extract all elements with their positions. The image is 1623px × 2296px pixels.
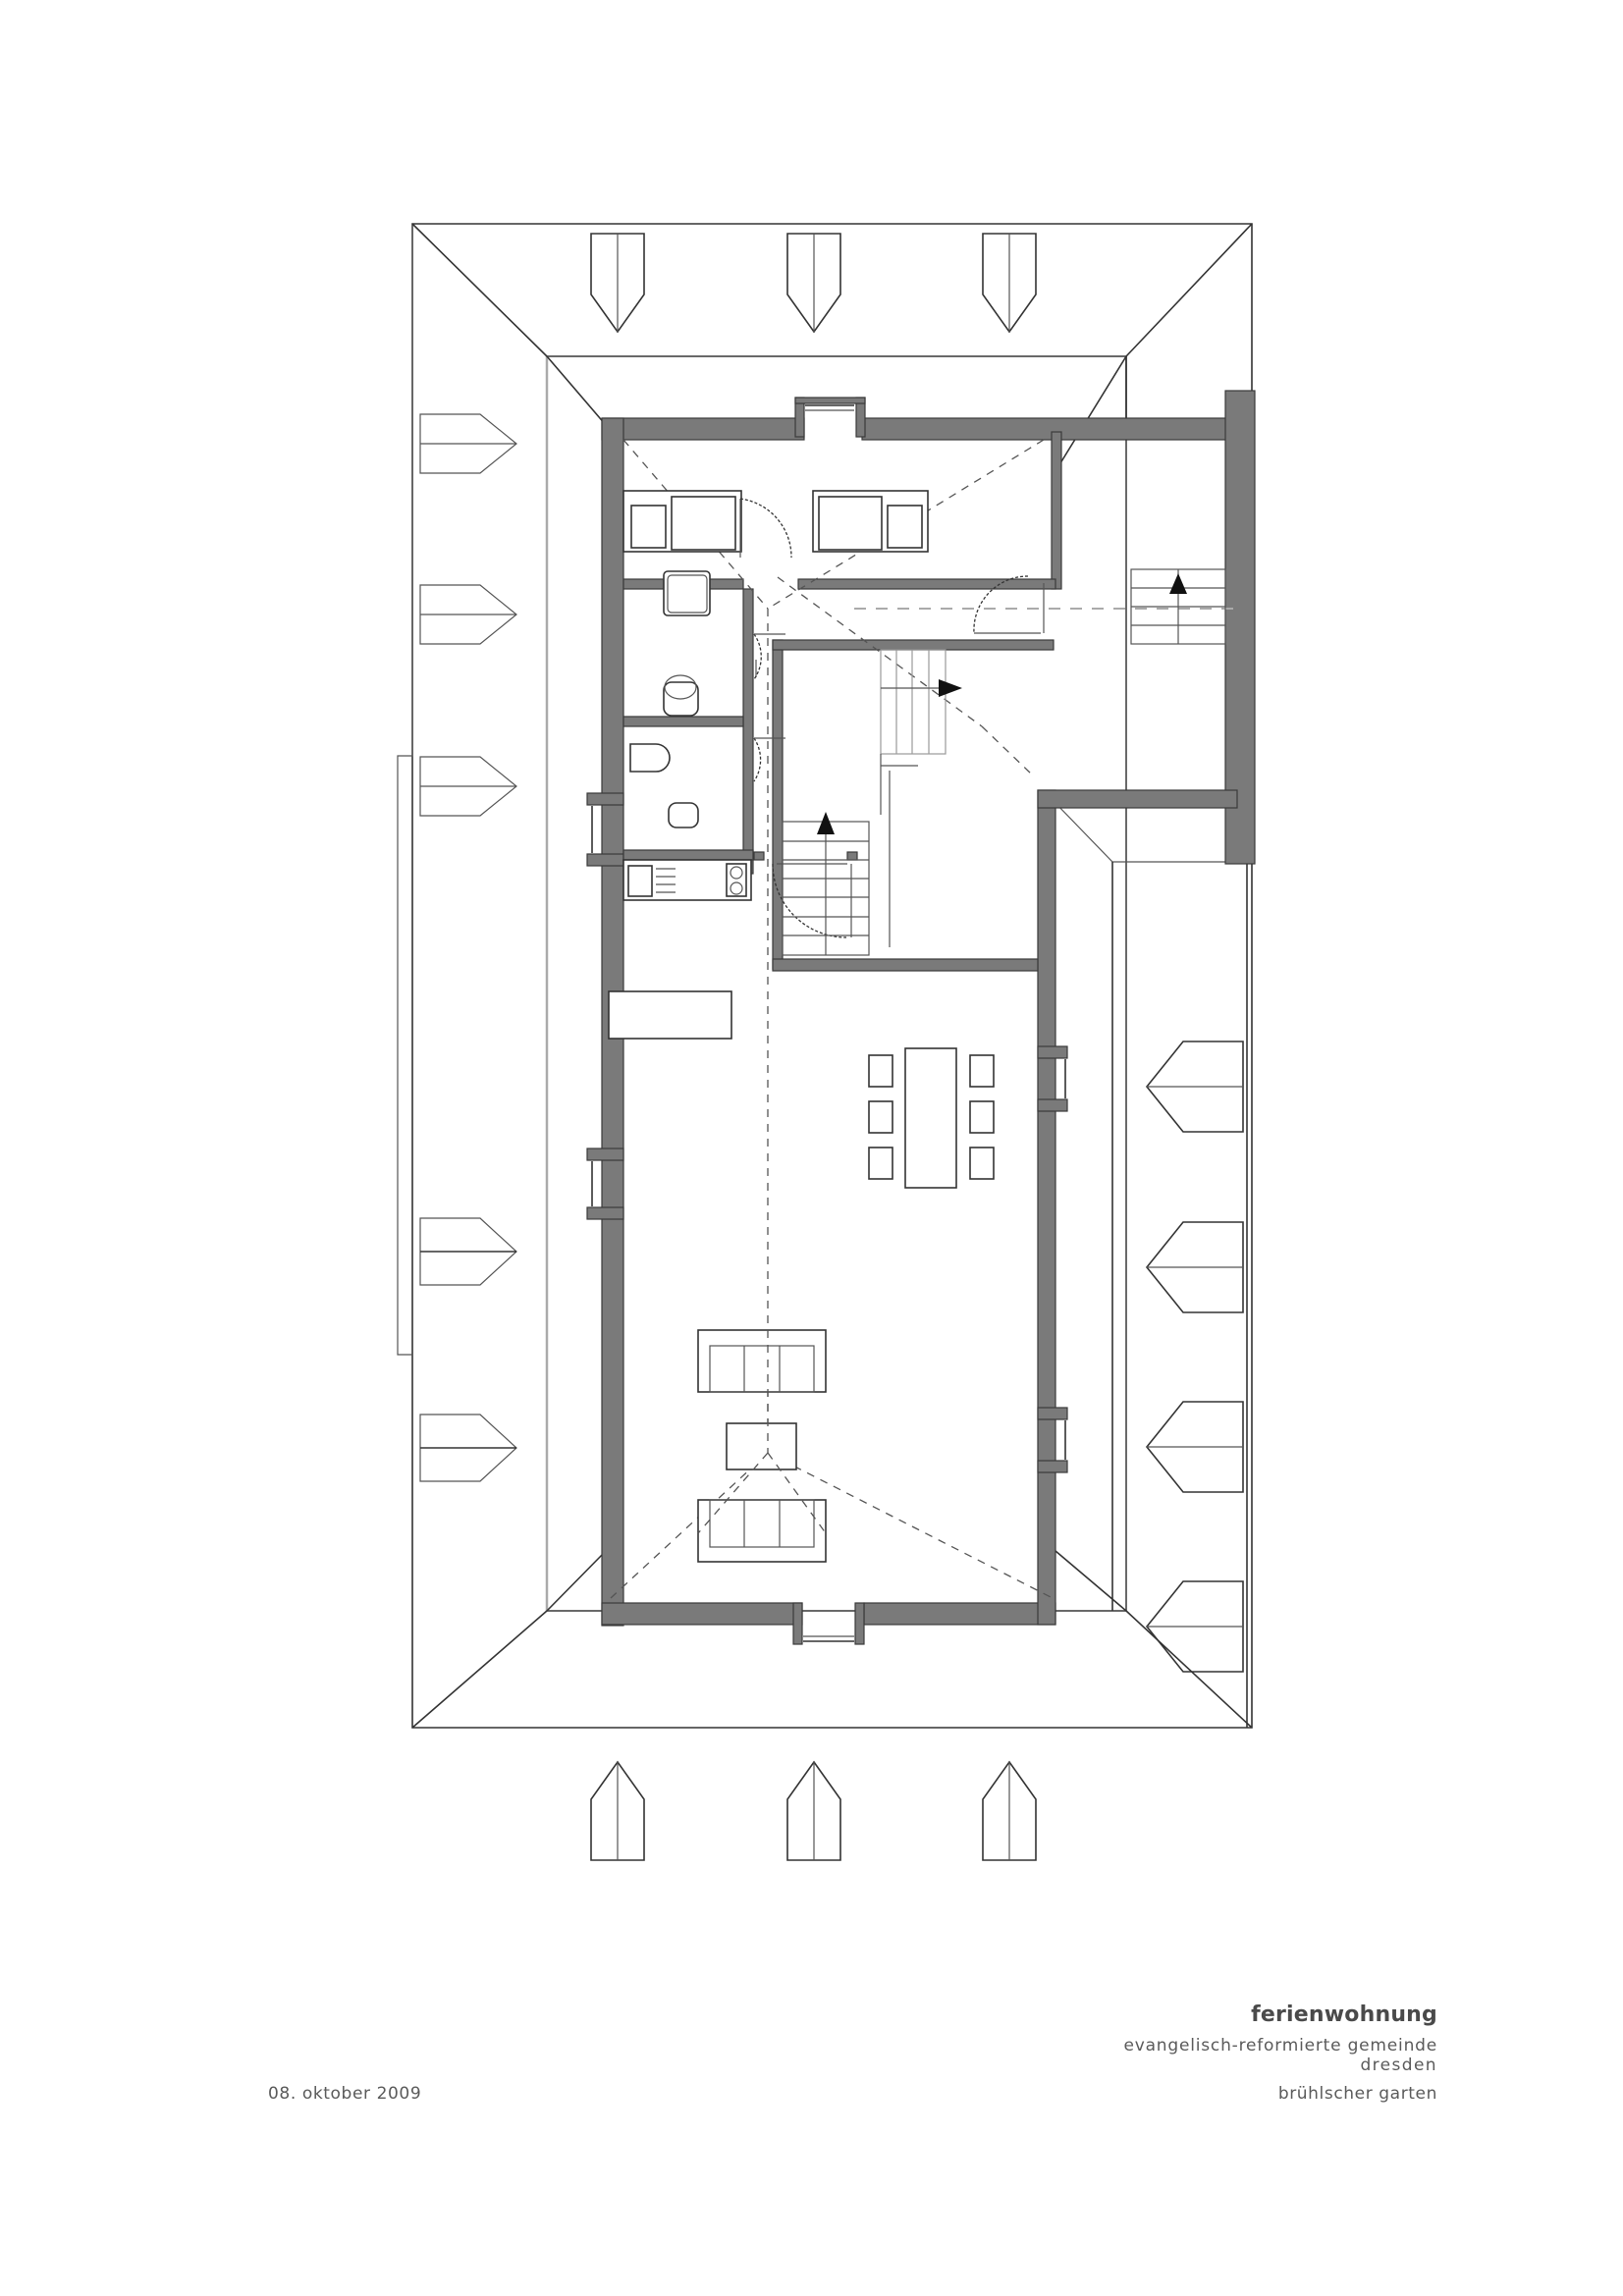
dormers-right [1145,1041,1244,1673]
sofa-top [697,1329,827,1393]
door-wc [753,737,785,782]
washbasin-wc [668,802,699,828]
dormers-bottom [590,1760,1037,1861]
windows [591,404,1066,1642]
door-bedroom [739,498,792,559]
kitchenette [622,859,752,901]
door-bathroom [753,633,785,680]
dining-table [868,1047,995,1189]
client-city: dresden [1360,2056,1437,2075]
ridge-lines-overlay [697,1330,827,1534]
toilet [629,743,671,773]
washbasin-bath [663,674,699,717]
shower-tray [663,570,711,616]
annex-stair [1130,568,1226,645]
coffee-table [726,1422,797,1470]
dormers-top [590,233,1037,334]
client-name: evangelisch-reformierte gemeinde [1123,2036,1437,2056]
ridge-lines [610,439,1237,1599]
door-hall [973,575,1045,634]
drawing-date: 08. oktober 2009 [268,2084,422,2104]
sofa-bottom [697,1499,827,1563]
door-living [772,863,852,938]
kitchen-counter [608,990,732,1040]
project-location: brühlscher garten [1277,2084,1437,2104]
bed-right [812,490,929,553]
bed-left [622,490,742,553]
dormers-left [419,413,517,1482]
roof-outline [397,223,1253,1729]
drawing-title: ferienwohnung [1251,2002,1437,2027]
main-staircase [782,649,962,956]
